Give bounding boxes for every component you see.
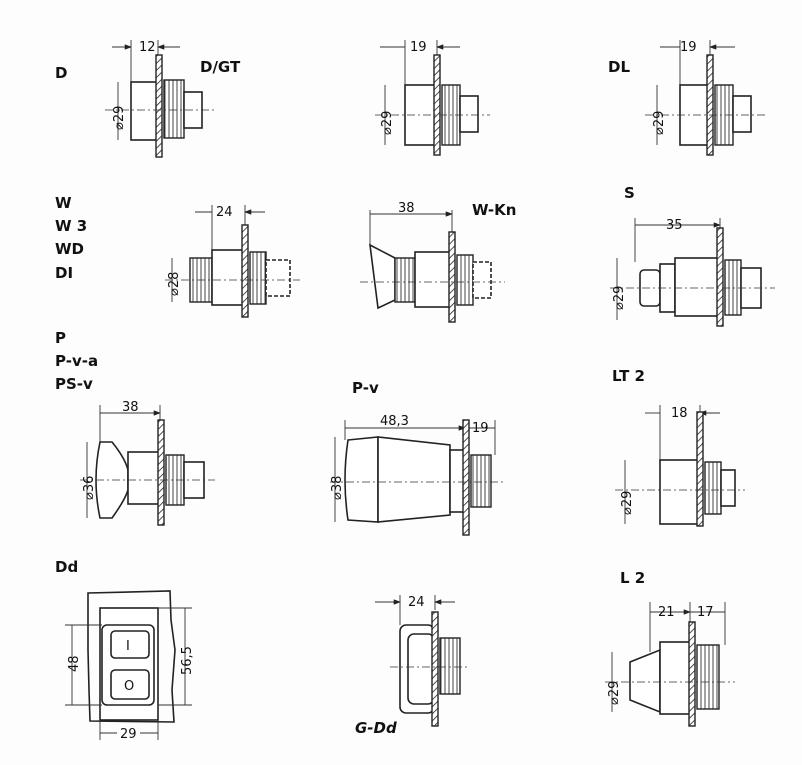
diameter-dimension: ⌀28 (167, 272, 182, 296)
part-label: Dd (55, 558, 78, 576)
part-p-v: P-v 48,3 19 ⌀38 (330, 379, 505, 536)
part-dd: Dd I O 48 56,5 29 (55, 558, 195, 742)
part-label-alt: D/GT (200, 58, 241, 76)
width-dimension: 24 (408, 595, 425, 610)
diameter-dimension: ⌀29 (112, 106, 127, 130)
part-label: P-v-a (55, 352, 98, 370)
part-g-dd: G-Dd 24 (355, 595, 470, 737)
diameter-dimension: ⌀29 (607, 681, 622, 705)
height-dimension: 48 (67, 655, 82, 672)
part-p: P P-v-a PS-v 38 ⌀36 (55, 329, 215, 526)
part-label: P-v (352, 379, 379, 397)
part-w: W W 3 WD DI 24 ⌀28 (55, 194, 300, 318)
part-label: DI (55, 264, 73, 282)
part-label: P (55, 329, 66, 347)
part-label: W-Kn (472, 201, 516, 219)
button-on-symbol: I (126, 639, 130, 654)
width-dimension-2: 17 (697, 605, 714, 620)
width-dimension: 19 (410, 40, 427, 55)
width-dimension: 24 (216, 205, 233, 220)
width-dimension: 19 (680, 40, 697, 55)
diameter-dimension: ⌀38 (330, 476, 345, 500)
diameter-dimension: ⌀29 (612, 286, 627, 310)
width-dimension: 38 (398, 201, 415, 216)
width-dimension: 12 (139, 40, 156, 55)
button-off-symbol: O (124, 679, 134, 694)
part-label: PS-v (55, 375, 93, 393)
part-lt2: LT 2 18 ⌀29 (612, 367, 745, 527)
part-d-19: 19 ⌀29 (375, 40, 490, 156)
part-label: WD (55, 240, 84, 258)
part-l2: L 2 21 17 ⌀29 (605, 569, 735, 727)
part-label: D (55, 64, 67, 82)
diameter-dimension: ⌀29 (380, 111, 395, 135)
part-label: S (624, 184, 635, 202)
width-dimension: 48,3 (380, 414, 409, 429)
part-label: L 2 (620, 569, 645, 587)
part-label: G-Dd (355, 719, 397, 737)
part-d: D D/GT 12 ⌀29 (55, 40, 241, 158)
part-label: DL (608, 58, 630, 76)
part-w-kn: W-Kn 38 (360, 201, 516, 323)
part-label: LT 2 (612, 367, 645, 385)
width-dimension: 21 (658, 605, 675, 620)
part-label: W 3 (55, 217, 87, 235)
width-dimension: 18 (671, 406, 688, 421)
diameter-dimension: ⌀29 (652, 111, 667, 135)
part-s: S 35 ⌀29 (610, 184, 775, 327)
part-dl: DL 19 ⌀29 (608, 40, 765, 156)
diameter-dimension: ⌀29 (620, 491, 635, 515)
width-dimension-2: 19 (472, 421, 489, 436)
width-dimension: 38 (122, 400, 139, 415)
part-label: W (55, 194, 72, 212)
width-dimension: 35 (666, 218, 683, 233)
width-dimension: 29 (120, 727, 137, 742)
diameter-dimension: ⌀36 (82, 476, 97, 500)
height-dimension-2: 56,5 (180, 646, 195, 675)
